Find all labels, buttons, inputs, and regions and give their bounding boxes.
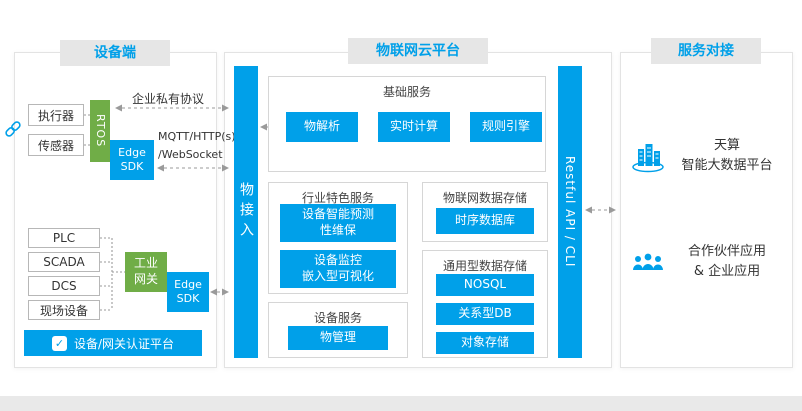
link-icon	[5, 121, 21, 137]
industrial-gateway-box: 工业 网关	[125, 252, 167, 292]
timeseries-db-box: 时序数据库	[436, 208, 534, 234]
plc-box: PLC	[28, 228, 100, 248]
relational-db-box: 关系型DB	[436, 303, 534, 325]
nosql-box: NOSQL	[436, 274, 534, 296]
building-icon	[632, 144, 664, 173]
device-monitoring-box: 设备监控 嵌入型可视化	[280, 250, 396, 288]
rule-engine-box: 规则引擎	[470, 112, 542, 142]
basic-services-title: 基础服务	[382, 85, 431, 99]
check-icon: ✓	[51, 335, 67, 351]
edge-sdk-bottom-box: Edge SDK	[167, 272, 209, 312]
field-device-box: 现场设备	[28, 300, 100, 320]
auth-platform-label: 设备/网关认证平台	[73, 336, 175, 351]
websocket-label: /WebSocket	[158, 148, 223, 161]
thing-parsing-box: 物解析	[286, 112, 358, 142]
page-background-strip	[0, 396, 802, 411]
restful-api-bar: Restful API / CLI	[558, 66, 582, 358]
dcs-box: DCS	[28, 276, 100, 296]
service-panel-title: 服务对接	[651, 38, 761, 64]
service-panel	[620, 52, 793, 368]
partner-item: 合作伙伴应用 & 企业应用	[630, 240, 788, 284]
edge-sdk-top-box: Edge SDK	[110, 140, 154, 180]
realtime-computing-box: 实时计算	[378, 112, 450, 142]
bigdata-item: 天算 智能大数据平台	[630, 134, 788, 178]
object-storage-box: 对象存储	[436, 332, 534, 354]
bigdata-label: 天算 智能大数据平台	[681, 137, 773, 173]
people-icon	[633, 253, 663, 270]
actuator-box: 执行器	[28, 104, 84, 126]
auth-platform-bar: ✓ 设备/网关认证平台	[24, 330, 202, 356]
predictive-maintenance-box: 设备智能预测 性维保	[280, 204, 396, 242]
partner-label: 合作伙伴应用 & 企业应用	[687, 243, 766, 279]
scada-box: SCADA	[28, 252, 100, 272]
iot-storage-title: 物联网数据存储	[442, 191, 527, 205]
thing-access-bar: 物接入	[234, 66, 258, 358]
rtos-box: RTOS	[90, 100, 110, 162]
device-panel-title: 设备端	[60, 40, 170, 66]
general-storage-title: 通用型数据存储	[442, 259, 527, 273]
private-protocol-label: 企业私有协议	[132, 92, 205, 106]
cloud-panel-title: 物联网云平台	[348, 38, 488, 64]
sensor-box: 传感器	[28, 134, 84, 156]
device-services-title: 设备服务	[313, 311, 362, 325]
thing-management-box: 物管理	[288, 326, 388, 350]
mqtt-label: MQTT/HTTP(s)	[158, 130, 236, 143]
industry-services-title: 行业特色服务	[301, 191, 374, 205]
